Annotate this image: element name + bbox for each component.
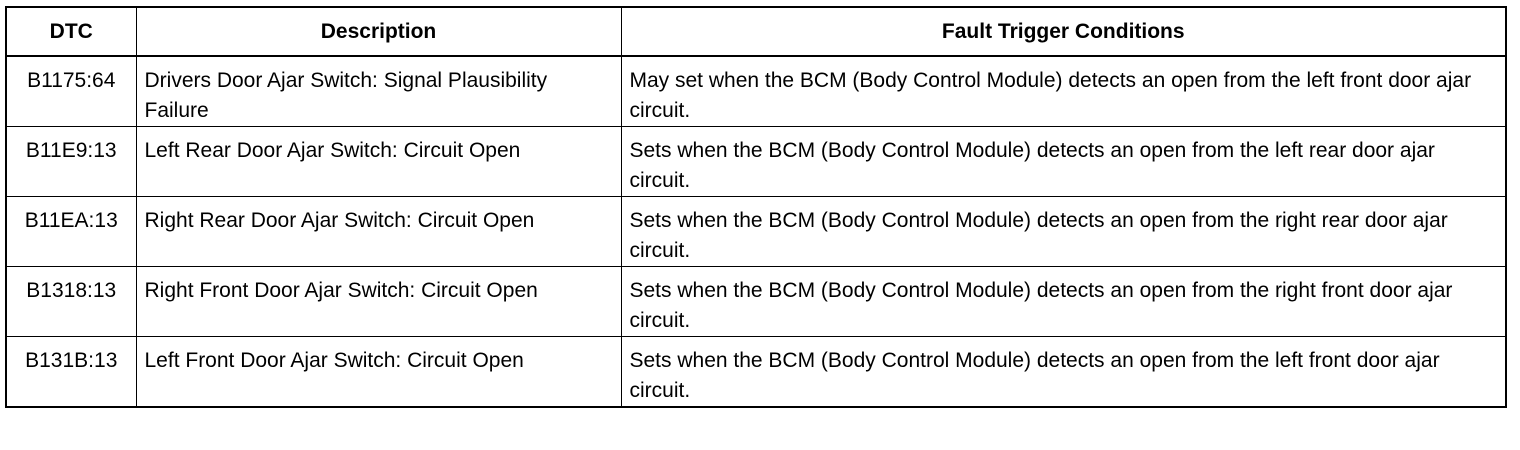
dtc-code-cell: B1318:13 — [5, 266, 137, 337]
dtc-code-cell: B1175:64 — [5, 55, 137, 127]
table-row: B1318:13 Right Front Door Ajar Switch: C… — [5, 266, 1507, 337]
conditions-cell: May set when the BCM (Body Control Modul… — [620, 55, 1507, 127]
conditions-cell: Sets when the BCM (Body Control Module) … — [620, 266, 1507, 337]
table-row: B131B:13 Left Front Door Ajar Switch: Ci… — [5, 336, 1507, 408]
conditions-cell: Sets when the BCM (Body Control Module) … — [620, 126, 1507, 197]
table-row: B1175:64 Drivers Door Ajar Switch: Signa… — [5, 55, 1507, 127]
table-row: B11E9:13 Left Rear Door Ajar Switch: Cir… — [5, 126, 1507, 197]
header-description: Description — [135, 6, 622, 57]
description-cell: Left Front Door Ajar Switch: Circuit Ope… — [135, 336, 622, 408]
header-fault-trigger-conditions: Fault Trigger Conditions — [620, 6, 1507, 57]
description-cell: Left Rear Door Ajar Switch: Circuit Open — [135, 126, 622, 197]
header-dtc: DTC — [5, 6, 137, 57]
description-cell: Right Front Door Ajar Switch: Circuit Op… — [135, 266, 622, 337]
conditions-cell: Sets when the BCM (Body Control Module) … — [620, 336, 1507, 408]
dtc-code-cell: B131B:13 — [5, 336, 137, 408]
description-cell: Right Rear Door Ajar Switch: Circuit Ope… — [135, 196, 622, 267]
conditions-cell: Sets when the BCM (Body Control Module) … — [620, 196, 1507, 267]
table-header-row: DTC Description Fault Trigger Conditions — [5, 6, 1507, 57]
description-cell: Drivers Door Ajar Switch: Signal Plausib… — [135, 55, 622, 127]
dtc-code-cell: B11EA:13 — [5, 196, 137, 267]
dtc-table: DTC Description Fault Trigger Conditions… — [5, 6, 1507, 408]
table-row: B11EA:13 Right Rear Door Ajar Switch: Ci… — [5, 196, 1507, 267]
dtc-code-cell: B11E9:13 — [5, 126, 137, 197]
